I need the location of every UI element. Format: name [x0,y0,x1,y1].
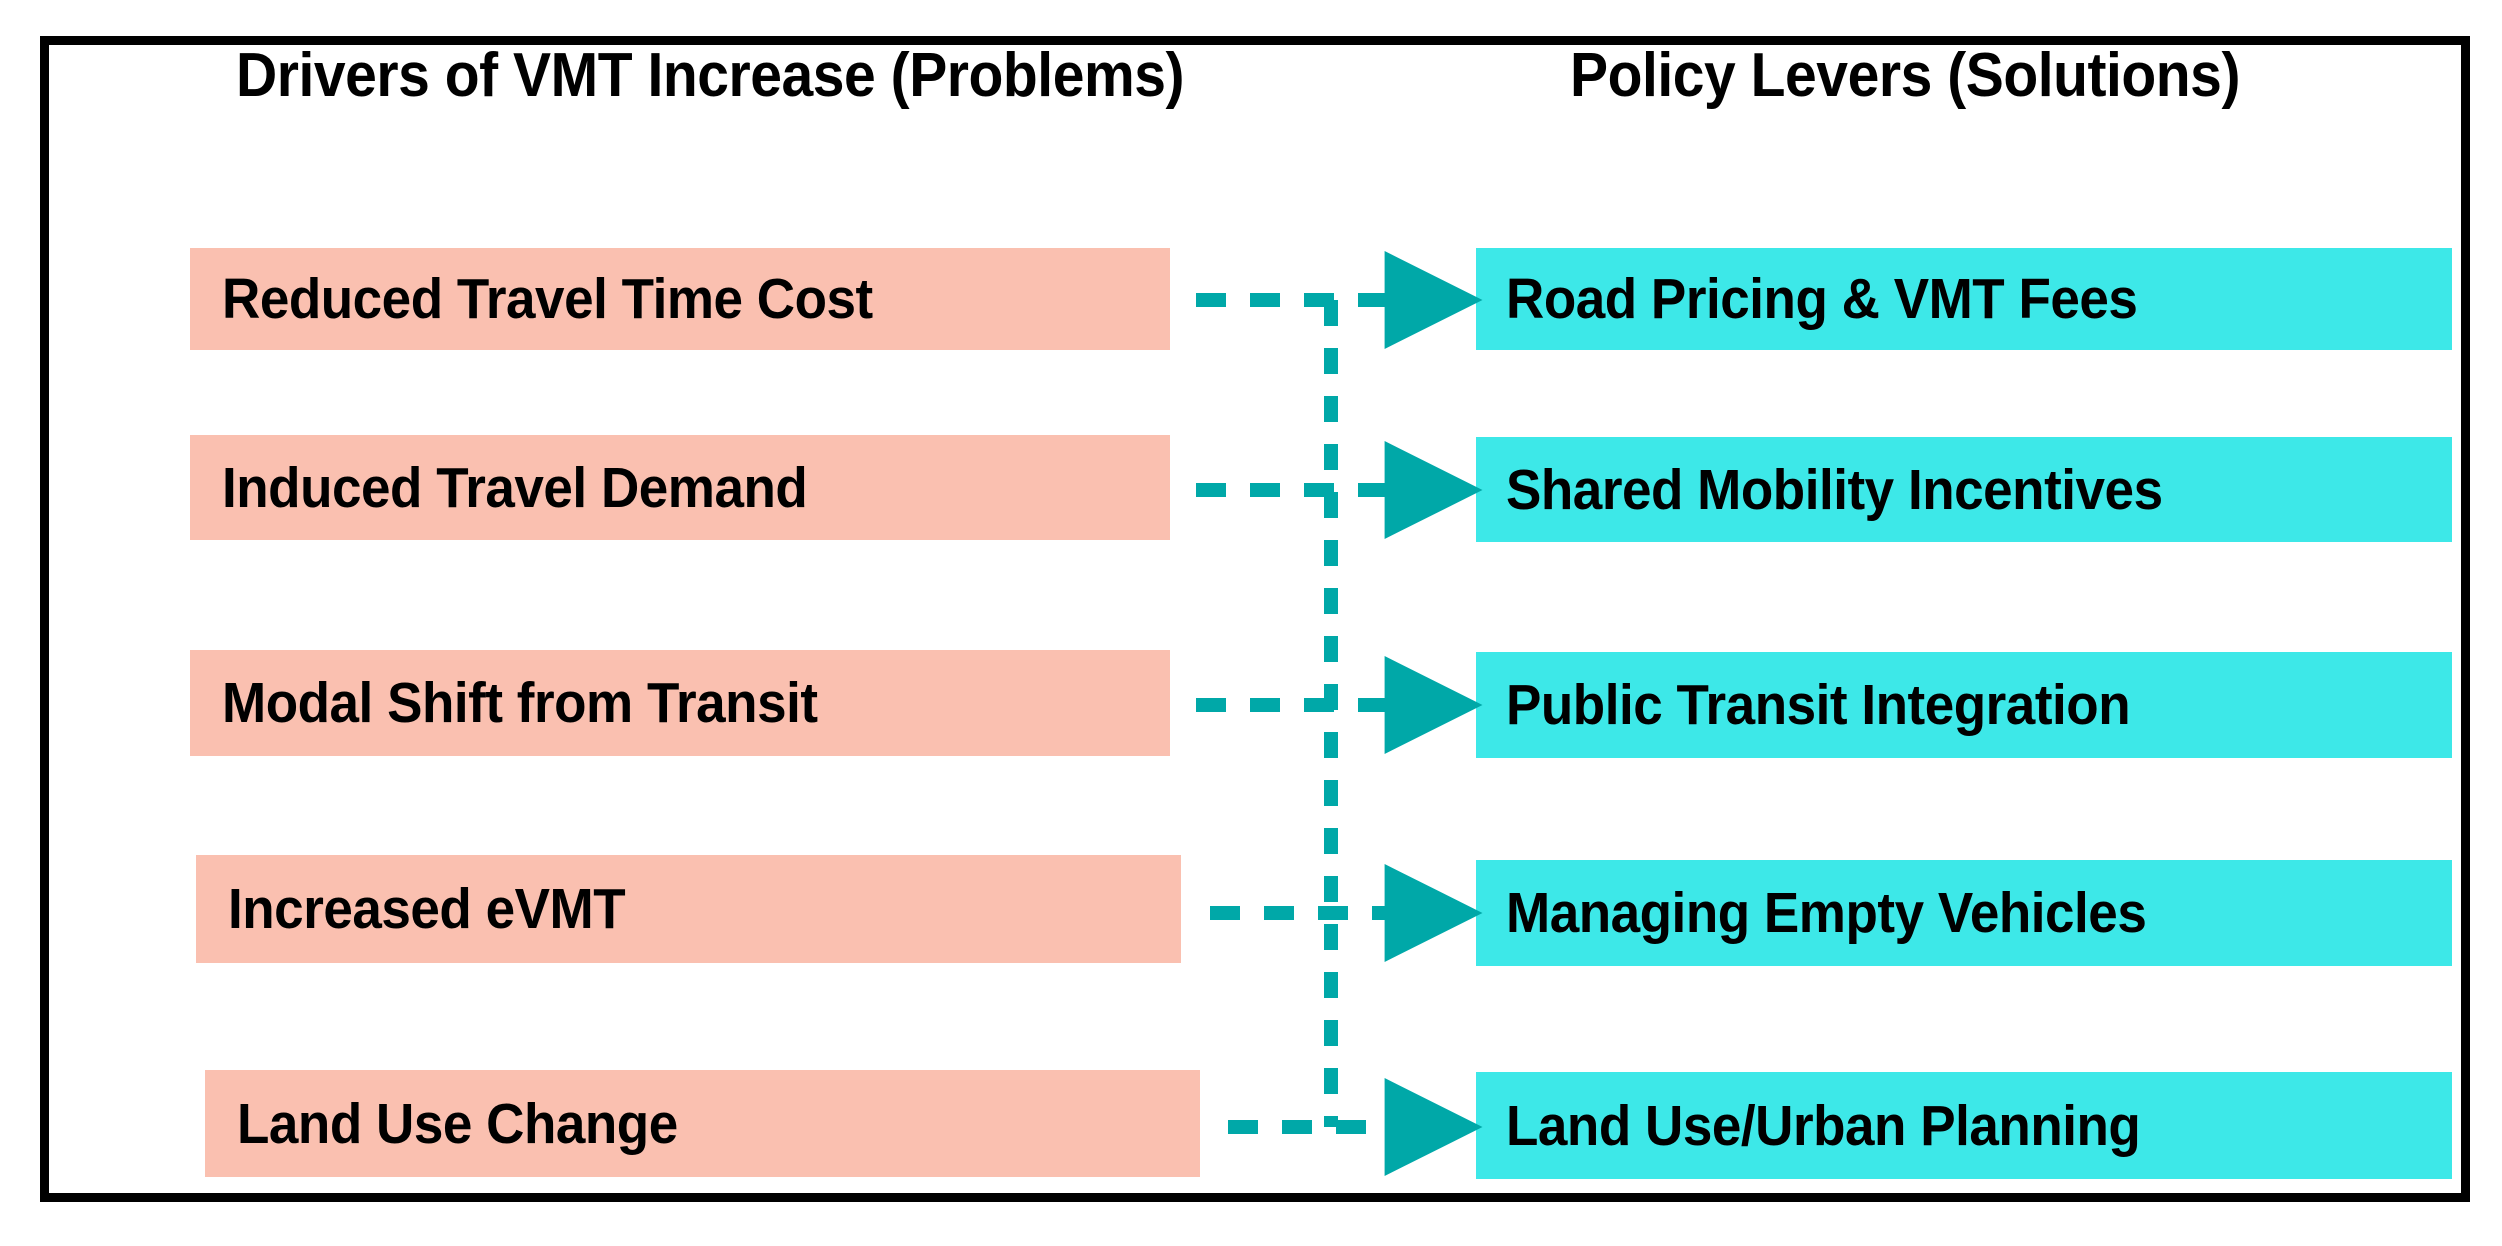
problem-node-3[interactable]: Modal Shift from Transit [190,650,1170,756]
problem-node-2[interactable]: Induced Travel Demand [190,435,1170,540]
problem-node-5-label: Land Use Change [237,1091,678,1156]
problem-node-2-label: Induced Travel Demand [222,455,808,520]
solution-node-4-label: Managing Empty Vehicles [1506,881,2147,945]
problem-node-1-label: Reduced Travel Time Cost [222,267,873,331]
solution-node-1[interactable]: Road Pricing & VMT Fees [1476,248,2452,350]
problem-node-4-label: Increased eVMT [228,877,626,941]
problem-node-1[interactable]: Reduced Travel Time Cost [190,248,1170,350]
solution-node-3[interactable]: Public Transit Integration [1476,652,2452,758]
solution-node-2[interactable]: Shared Mobility Incentives [1476,437,2452,542]
problem-node-5[interactable]: Land Use Change [205,1070,1200,1177]
solution-node-5-label: Land Use/Urban Planning [1506,1093,2141,1158]
solution-node-2-label: Shared Mobility Incentives [1506,457,2163,522]
solution-node-3-label: Public Transit Integration [1506,673,2131,737]
problem-node-4[interactable]: Increased eVMT [196,855,1181,963]
column-header-problems: Drivers of VMT Increase (Problems) [235,41,1185,110]
diagram-frame [40,36,2470,1202]
solution-node-5[interactable]: Land Use/Urban Planning [1476,1072,2452,1179]
problem-node-3-label: Modal Shift from Transit [222,671,818,735]
column-header-solutions: Policy Levers (Solutions) [1570,41,2240,110]
solution-node-1-label: Road Pricing & VMT Fees [1506,267,2138,331]
solution-node-4[interactable]: Managing Empty Vehicles [1476,860,2452,966]
